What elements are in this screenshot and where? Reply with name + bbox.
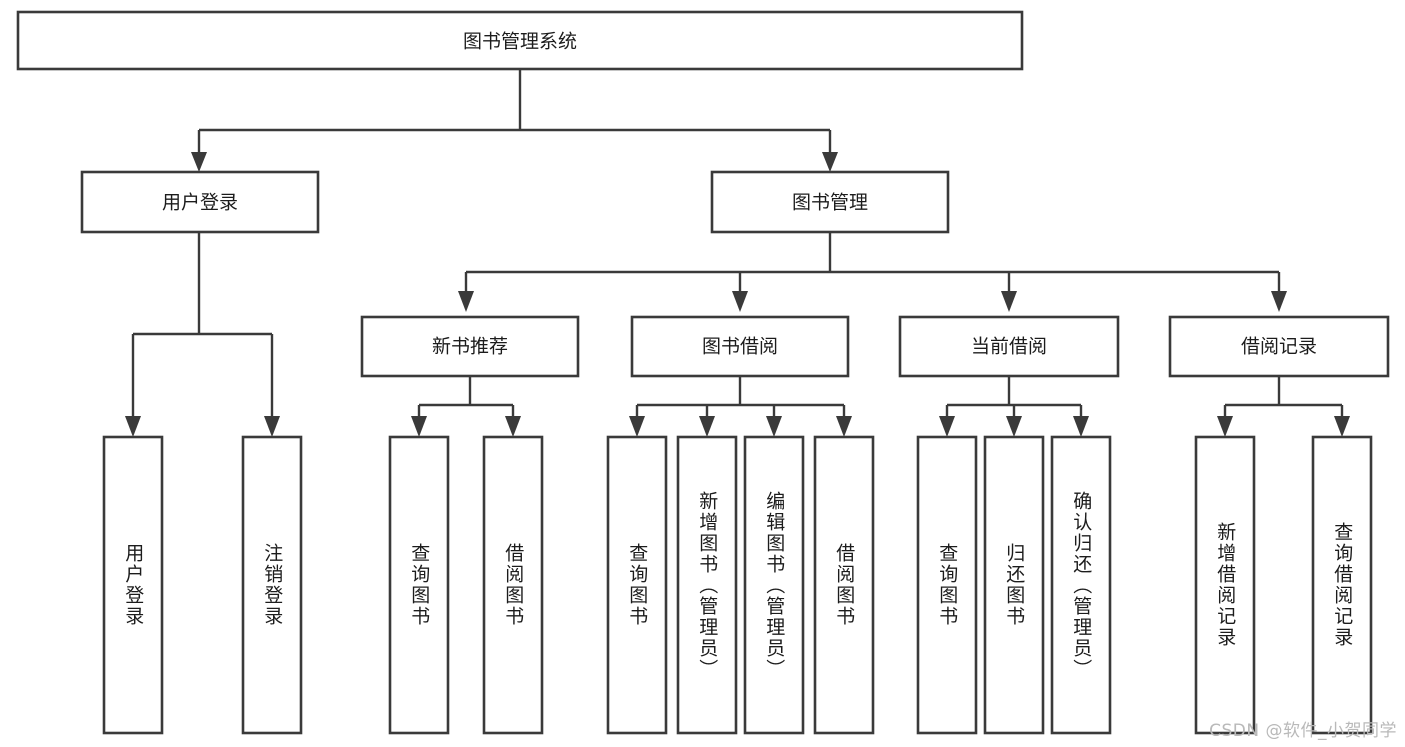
node-borrow-record-box[interactable] [1168,315,1390,378]
leaf-box-bb-query-book[interactable] [606,435,668,735]
leaf-box-bb-borrow-book[interactable] [813,435,875,735]
node-user-login-label: 用户登录 [162,192,238,214]
leaf-box-logout[interactable] [241,435,303,735]
arrow-head-leaf-user-login [125,416,141,437]
arrow-head-cb-leaf-3 [1073,416,1089,437]
node-root-label: 图书管理系统 [463,31,577,53]
arrow-head-nb-leaf-2 [505,416,521,437]
node-new-book-recommend-label: 新书推荐 [432,336,508,358]
node-current-borrow-box[interactable] [898,315,1120,378]
leaf-box-nb-borrow-book[interactable] [482,435,544,735]
arrow-head-bb-leaf-4 [836,416,852,437]
leaf-box-cb-query-book[interactable] [916,435,978,735]
arrow-head-bb-leaf-1 [629,416,645,437]
arrow-head-borrow-record [1271,291,1287,312]
connector-group [125,69,1350,437]
node-book-borrow-box[interactable] [630,315,850,378]
leaf-box-user-login[interactable] [102,435,164,735]
node-new-book-recommend-box[interactable] [360,315,580,378]
arrow-head-nb-leaf-1 [411,416,427,437]
arrow-head-br-leaf-2 [1334,416,1350,437]
node-book-mgmt-box[interactable] [710,170,950,234]
leaf-box-bb-edit-book[interactable] [743,435,805,735]
node-box-group [16,10,1390,735]
arrow-head-user-login [191,152,207,172]
arrow-head-book-mgmt [822,152,838,172]
node-current-borrow-label: 当前借阅 [971,336,1047,358]
leaf-box-br-query-record[interactable] [1311,435,1373,735]
arrow-head-br-leaf-1 [1217,416,1233,437]
node-borrow-record-label: 借阅记录 [1241,336,1317,358]
node-book-borrow-label: 图书借阅 [702,336,778,358]
arrow-head-current-borrow [1001,291,1017,312]
node-book-mgmt-label: 图书管理 [792,192,868,214]
leaf-box-br-add-record[interactable] [1194,435,1256,735]
watermark-text: CSDN @软件_小贺同学 [1209,721,1397,741]
arrow-head-cb-leaf-1 [939,416,955,437]
arrow-head-leaf-logout [264,416,280,437]
leaf-box-cb-return-book[interactable] [983,435,1045,735]
node-root-box[interactable] [16,10,1024,71]
arrow-head-bb-leaf-3 [766,416,782,437]
leaf-box-cb-confirm-return[interactable] [1050,435,1112,735]
leaf-box-bb-add-book[interactable] [676,435,738,735]
arrow-head-book-borrow [732,291,748,312]
node-label-group: 图书管理系统 用户登录 图书管理 新书推荐 图书借阅 当前借阅 借阅记录 [162,31,1317,358]
arrow-head-cb-leaf-2 [1006,416,1022,437]
arrow-head-bb-leaf-2 [699,416,715,437]
leaf-box-nb-query-book[interactable] [388,435,450,735]
node-user-login-box[interactable] [80,170,320,234]
arrow-head-new-book [458,291,474,312]
